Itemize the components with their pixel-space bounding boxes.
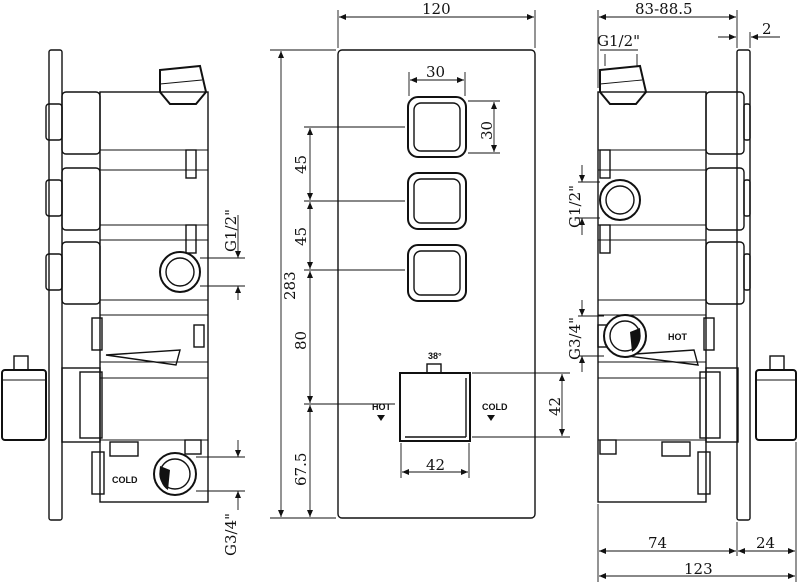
- front-cold-label: COLD: [482, 402, 508, 412]
- width-dim: 120: [422, 0, 451, 18]
- spacing-4-dim: 67.5: [292, 453, 310, 486]
- right-control-handle: [755, 369, 797, 441]
- body-depth-dim: 74: [648, 534, 667, 552]
- left-side-view: COLD G1/2" G3/4": [1, 49, 245, 556]
- spacing-2-dim: 45: [292, 227, 310, 246]
- right-hot-label: HOT: [668, 332, 688, 342]
- right-cartridge-2: [705, 167, 745, 231]
- right-top-g12-dim: G1/2": [597, 32, 640, 50]
- button-2: [407, 172, 467, 230]
- knob-width-dim: 42: [426, 456, 445, 474]
- right-top-outlet-pipe: [599, 64, 648, 105]
- right-cartridge-1: [705, 91, 745, 155]
- cartridge-3: [61, 241, 101, 305]
- right-side-g12-dim: G1/2": [566, 185, 584, 228]
- button-3: [407, 244, 467, 302]
- right-side-view: HOT 83-88.5 2 G1/2" G1/2" G3/4": [566, 0, 797, 582]
- button-height-dim: 30: [478, 121, 496, 140]
- top-outlet-pipe: [159, 64, 208, 105]
- spacing-1-dim: 45: [292, 155, 310, 174]
- cold-arrow-icon: [487, 415, 495, 421]
- left-g34-dim: G3/4": [222, 513, 240, 556]
- front-view: 120 283 30 30 45 45 80 67.5: [270, 0, 570, 519]
- right-cartridge-3: [705, 241, 745, 305]
- hot-arrow-icon: [377, 415, 385, 421]
- left-cold-label: COLD: [112, 475, 138, 485]
- temperature-knob: [399, 372, 471, 442]
- faceplate: [337, 49, 536, 519]
- cartridge-1: [61, 91, 101, 155]
- spacing-3-dim: 80: [292, 331, 310, 350]
- left-g12-dim: G1/2": [222, 209, 240, 252]
- right-g34-dim: G3/4": [566, 317, 584, 360]
- total-depth-dim: 123: [684, 560, 713, 578]
- plate-thickness-dim: 2: [762, 20, 772, 38]
- button-1: [407, 96, 467, 158]
- cartridge-2: [61, 167, 101, 231]
- button-width-dim: 30: [426, 63, 445, 81]
- front-hot-label: HOT: [372, 402, 392, 412]
- knob-height-dim: 42: [546, 397, 564, 416]
- control-handle: [1, 369, 47, 441]
- knob-angle-label: 38°: [428, 351, 442, 361]
- plate-depth-dim: 24: [756, 534, 775, 552]
- height-dim: 283: [281, 271, 299, 300]
- depth-range-dim: 83-88.5: [635, 0, 693, 18]
